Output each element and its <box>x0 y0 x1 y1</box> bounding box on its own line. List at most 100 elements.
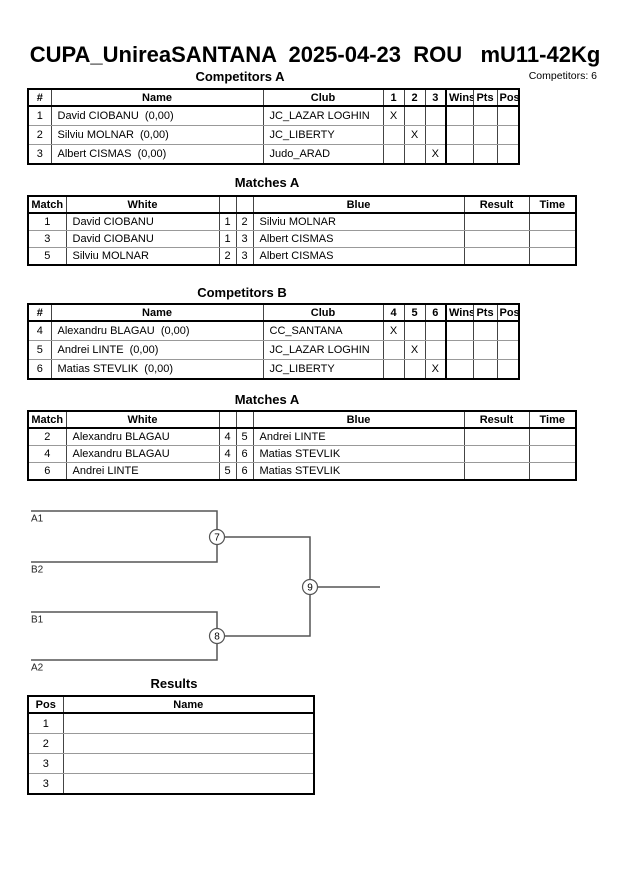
bracket-slot-label: B1 <box>31 615 44 626</box>
cell-blue-name: Matias STEVLIK <box>252 445 465 463</box>
cell-mark-1 <box>382 144 405 165</box>
table-row: 1 <box>27 712 315 734</box>
cell-name <box>62 712 315 734</box>
cell-pos: 2 <box>27 733 64 754</box>
cell-name <box>62 773 315 795</box>
cell-wins <box>445 144 474 165</box>
table-row: 3 <box>27 773 315 795</box>
bracket-lines <box>31 510 380 661</box>
cell-club: JC_LAZAR LOGHIN <box>262 340 384 360</box>
cell-pts <box>472 320 498 341</box>
col-header-result: Result <box>463 411 530 429</box>
competitors-b-table: # Name Club 4 5 6 Wins Pts Pos 4 Alexand… <box>27 303 520 380</box>
cell-time <box>528 247 577 266</box>
cell-match-num: 3 <box>27 230 67 248</box>
match-node-circle <box>301 578 319 596</box>
cell-result <box>463 445 530 463</box>
cell-mark-5: X <box>403 340 426 360</box>
col-header-time: Time <box>528 411 577 429</box>
cell-pts <box>472 125 498 145</box>
cell-time <box>528 212 577 231</box>
cell-white-num: 1 <box>218 212 237 231</box>
cell-mark-3: X <box>424 144 447 165</box>
cell-blue-name: Silviu MOLNAR <box>252 212 465 231</box>
matches-b-table: Match White Blue Result Time 2 Alexandru… <box>27 410 577 481</box>
col-header-match: Match <box>27 411 67 429</box>
cell-pos <box>496 125 520 145</box>
col-header-6: 6 <box>424 304 447 322</box>
cell-blue-num: 2 <box>235 212 254 231</box>
cell-mark-2: X <box>403 125 426 145</box>
cell-wins <box>445 125 474 145</box>
cell-pos: 1 <box>27 712 64 734</box>
cell-result <box>463 247 530 266</box>
cell-name: David CIOBANU (0,00) <box>50 105 264 126</box>
cell-blue-num: 6 <box>235 462 254 481</box>
col-header-4: 4 <box>382 304 405 322</box>
cell-time <box>528 445 577 463</box>
cell-pos: 3 <box>27 773 64 795</box>
page-title: CUPA_UnireaSANTANA 2025-04-23 ROU mU11-4… <box>29 42 601 67</box>
section-heading-competitors-b: Competitors B <box>197 285 287 300</box>
col-header-5: 5 <box>403 304 426 322</box>
cell-white-name: David CIOBANU <box>65 230 220 248</box>
cell-white-num: 5 <box>218 462 237 481</box>
cell-club: CC_SANTANA <box>262 320 384 341</box>
table-row: 3 David CIOBANU 1 3 Albert CISMAS <box>27 230 577 248</box>
table-row: 5 Silviu MOLNAR 2 3 Albert CISMAS <box>27 247 577 266</box>
bracket-slot-label: A1 <box>31 514 44 525</box>
col-header-pos: Pos <box>496 89 520 107</box>
results-table: Pos Name 1 2 3 3 <box>27 695 315 795</box>
cell-mark-6: X <box>424 359 447 380</box>
cell-white-num: 2 <box>218 247 237 266</box>
cell-match-num: 6 <box>27 462 67 481</box>
cell-wins <box>445 340 474 360</box>
cell-white-num: 4 <box>218 445 237 463</box>
col-header-white-num <box>218 411 237 429</box>
section-heading-competitors-a: Competitors A <box>195 69 285 84</box>
col-header-pos: Pos <box>27 696 64 714</box>
col-header-match: Match <box>27 196 67 214</box>
col-header-pos: Pos <box>496 304 520 322</box>
competitors-a-table: # Name Club 1 2 3 Wins Pts Pos 1 David C… <box>27 88 520 165</box>
cell-club: Judo_ARAD <box>262 144 384 165</box>
cell-num: 1 <box>27 105 52 126</box>
cell-num: 4 <box>27 320 52 341</box>
cell-mark-4: X <box>382 320 405 341</box>
col-header-name: Name <box>50 89 264 107</box>
cell-pos <box>496 144 520 165</box>
cell-name: Silviu MOLNAR (0,00) <box>50 125 264 145</box>
cell-pts <box>472 144 498 165</box>
cell-blue-num: 3 <box>235 230 254 248</box>
elimination-bracket: 7 8 9 A1 B2 B1 A2 <box>31 510 380 674</box>
table-row: 1 David CIOBANU 1 2 Silviu MOLNAR <box>27 212 577 231</box>
bracket-slot-label: A2 <box>31 663 44 674</box>
cell-blue-num: 3 <box>235 247 254 266</box>
cell-mark-1: X <box>382 105 405 126</box>
table-header-row: Pos Name <box>27 696 315 714</box>
table-row: 3 <box>27 753 315 774</box>
cell-white-name: Silviu MOLNAR <box>65 247 220 266</box>
cell-wins <box>445 359 474 380</box>
cell-name: Andrei LINTE (0,00) <box>50 340 264 360</box>
table-header-row: # Name Club 4 5 6 Wins Pts Pos <box>27 304 520 322</box>
cell-club: JC_LIBERTY <box>262 359 384 380</box>
match-node-circle <box>208 627 226 645</box>
cell-result <box>463 427 530 446</box>
cell-white-name: Andrei LINTE <box>65 462 220 481</box>
cell-pos <box>496 105 520 126</box>
cell-name <box>62 733 315 754</box>
cell-white-num: 1 <box>218 230 237 248</box>
col-header-num: # <box>27 304 52 322</box>
section-heading-matches-b: Matches A <box>234 392 300 407</box>
bracket-line-final-join <box>217 536 311 637</box>
table-header-row: Match White Blue Result Time <box>27 196 577 214</box>
col-header-name: Name <box>50 304 264 322</box>
col-header-pts: Pts <box>472 89 498 107</box>
cell-pos <box>496 340 520 360</box>
cell-time <box>528 230 577 248</box>
cell-pts <box>472 340 498 360</box>
matches-a-table: Match White Blue Result Time 1 David CIO… <box>27 195 577 266</box>
cell-club: JC_LAZAR LOGHIN <box>262 105 384 126</box>
